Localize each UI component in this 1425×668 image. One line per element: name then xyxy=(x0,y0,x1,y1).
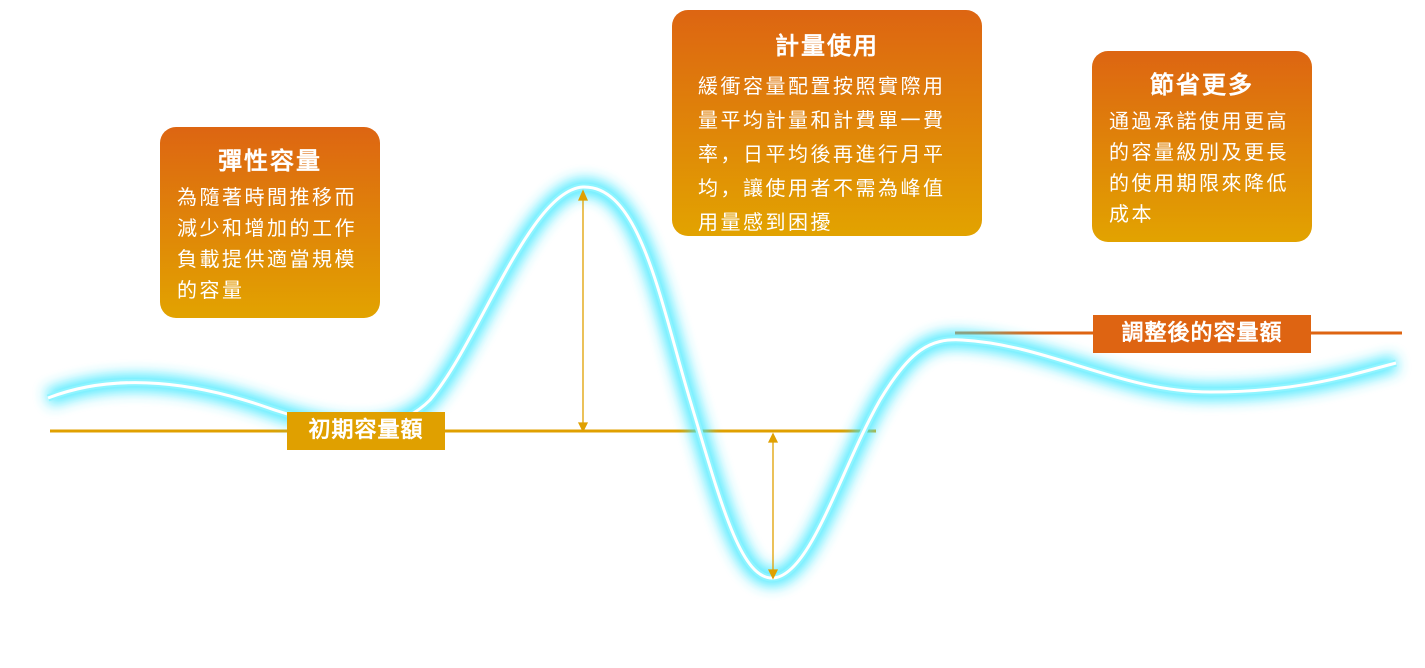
elastic-text-line: 的容量 xyxy=(177,278,245,302)
elastic-text-line: 減少和增加的工作 xyxy=(177,216,357,240)
peak-arrow xyxy=(577,189,589,433)
metered-text-line: 用量感到困擾 xyxy=(698,210,833,234)
elastic-capacity-title: 彈性容量 xyxy=(218,147,322,175)
savings-title: 節省更多 xyxy=(1150,71,1254,99)
initial-capacity-label: 初期容量額 xyxy=(287,412,445,450)
savings-text-line: 通過承諾使用更高 xyxy=(1109,109,1289,133)
elastic-text-line: 負載提供適當規模 xyxy=(177,247,357,271)
savings-text-line: 的容量級別及更長 xyxy=(1109,140,1289,164)
metered-text-line: 量平均計量和計費單一費 xyxy=(698,108,946,132)
metered-text-line: 緩衝容量配置按照實際用 xyxy=(698,74,946,98)
metered-usage-box: 計量使用 緩衝容量配置按照實際用 量平均計量和計費單一費 率，日平均後再進行月平… xyxy=(672,10,982,236)
savings-box: 節省更多 通過承諾使用更高 的容量級別及更長 的使用期限來降低 成本 xyxy=(1092,51,1312,242)
savings-text-line: 成本 xyxy=(1109,202,1154,226)
trough-arrow xyxy=(767,432,779,580)
metered-text-line: 均，讓使用者不需為峰值 xyxy=(698,176,946,200)
metered-text-line: 率，日平均後再進行月平 xyxy=(698,142,946,166)
savings-text-line: 的使用期限來降低 xyxy=(1109,171,1289,195)
metered-usage-title: 計量使用 xyxy=(775,32,879,60)
adjusted-capacity-label: 調整後的容量額 xyxy=(1093,315,1311,353)
elastic-capacity-box: 彈性容量 為隨著時間推移而 減少和增加的工作 負載提供適當規模 的容量 xyxy=(160,127,380,318)
elastic-text-line: 為隨著時間推移而 xyxy=(177,185,357,209)
